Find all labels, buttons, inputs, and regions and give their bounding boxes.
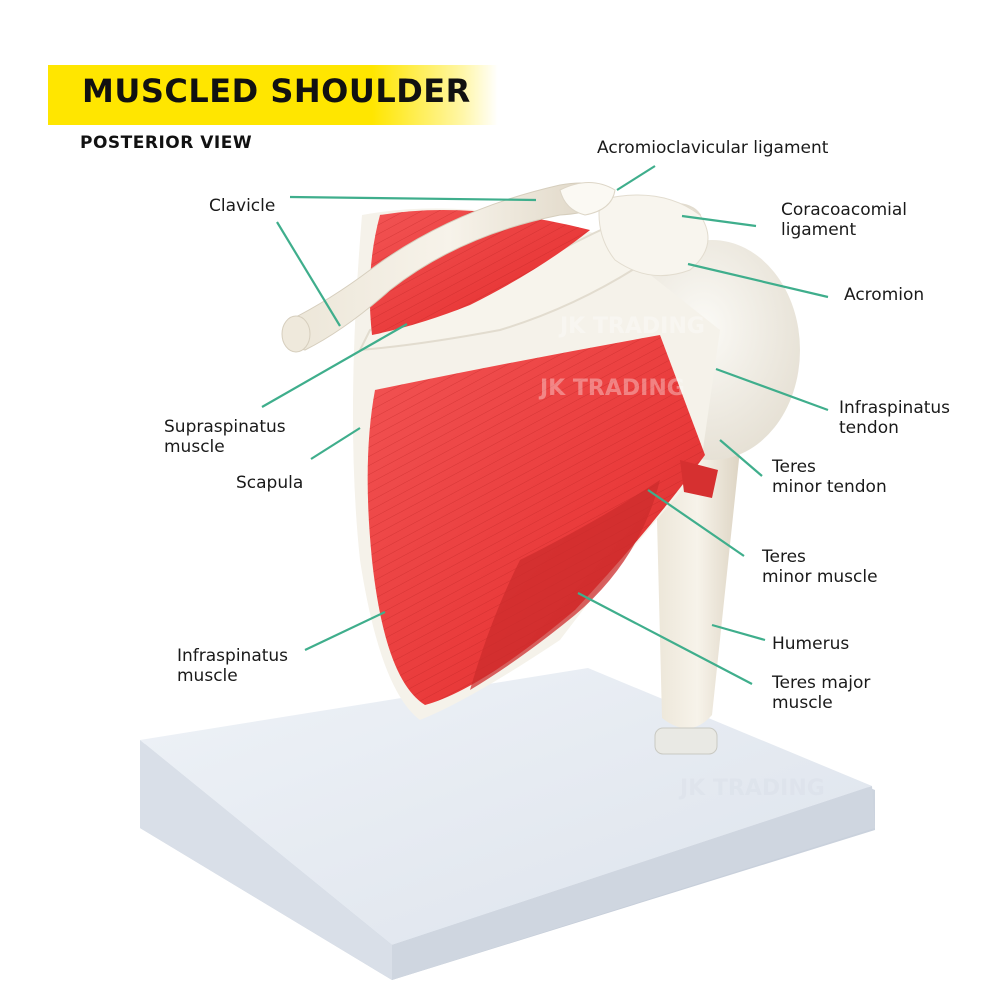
label-acromion: Acromion [844,285,925,305]
watermark-text-3: JK TRADING [678,776,825,801]
leader-scapula [310,427,361,460]
leader-humerus [711,623,766,642]
leader-teres-major [577,592,753,685]
page-title: MUSCLED SHOULDER [82,72,471,110]
label-scapula: Scapula [236,473,304,493]
display-base [140,668,875,980]
leader-teres-minor-muscle [647,489,745,557]
leader-clavicle-a [289,195,537,202]
label-teres-major-muscle: Teres major muscle [772,673,871,713]
leader-lines [261,165,829,685]
watermark-text-2: JK TRADING [538,376,685,401]
leader-supraspinatus [261,323,408,408]
label-supraspinatus-muscle: Supraspinatus muscle [164,417,286,457]
title-banner [48,65,498,125]
leader-teres-minor-tendon [719,439,763,477]
teres-major-shape [470,480,660,690]
acromioclavicular-ligament-shape [559,182,616,216]
label-infraspinatus-tendon: Infraspinatus tendon [839,398,951,438]
view-subtitle: POSTERIOR VIEW [80,133,253,153]
label-teres-minor-tendon: Teres minor tendon [772,457,887,497]
watermark-layer: JK TRADING JK TRADING JK TRADING [538,314,825,801]
label-clavicle: Clavicle [209,196,276,216]
label-teres-minor-muscle: Teres minor muscle [762,547,878,587]
leader-acromioclavicular [616,165,656,191]
label-acromioclavicular-ligament: Acromioclavicular ligament [597,138,829,158]
leader-acromion [687,262,829,299]
label-coracoacromial-ligament: Coracoacomial ligament [781,200,908,240]
label-infraspinatus-muscle: Infraspinatus muscle [177,646,289,686]
leader-infraspinatus-muscle [304,611,386,651]
watermark-text-1: JK TRADING [558,314,705,339]
acromion-bone [598,194,709,277]
label-humerus: Humerus [772,634,850,654]
leader-infraspinatus-tendon [715,367,829,412]
leader-clavicle-b [276,221,341,327]
leader-coracoacromial [681,214,757,228]
infraspinatus-muscle-fibers [367,335,705,705]
teres-minor-tendon-shape [680,460,718,498]
